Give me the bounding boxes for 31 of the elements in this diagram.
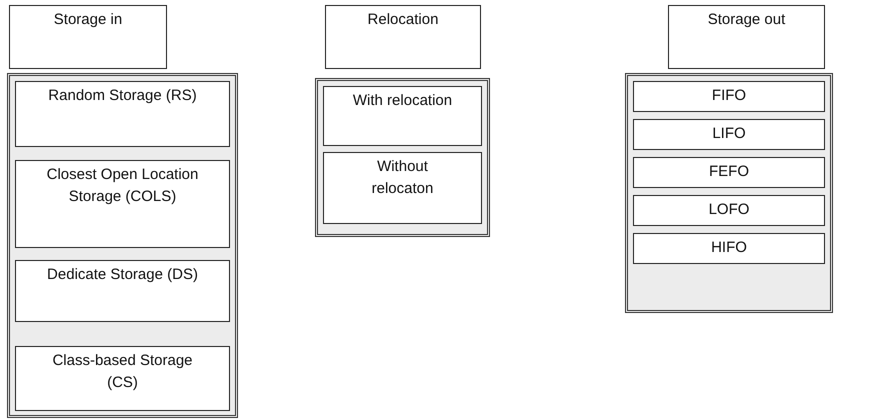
header-box (325, 5, 481, 69)
group-panel (7, 73, 238, 418)
group-panel (315, 78, 490, 237)
option-label: Random Storage (RS) (47, 86, 198, 106)
option-box (633, 233, 825, 264)
option-label: HIFO (710, 238, 748, 258)
option-box (323, 86, 482, 146)
option-box (633, 81, 825, 112)
header-box (668, 5, 825, 69)
header-box (9, 5, 167, 69)
option-label: Without relocaton (370, 157, 434, 199)
header-label: Relocation (366, 10, 440, 30)
option-box (633, 195, 825, 226)
option-box (15, 81, 230, 147)
option-label: Closest Open Location Storage (COLS) (46, 165, 200, 207)
option-label: LIFO (711, 124, 747, 144)
option-label: FEFO (708, 162, 750, 182)
option-box (15, 346, 230, 411)
option-box (633, 157, 825, 188)
option-box (15, 260, 230, 322)
group-panel (625, 73, 833, 313)
option-box (633, 119, 825, 150)
option-box (15, 160, 230, 248)
option-box (323, 152, 482, 224)
header-label: Storage out (706, 10, 786, 30)
option-label: Class-based Storage (CS) (51, 351, 194, 393)
option-label: FIFO (710, 86, 748, 106)
option-label: With relocation (352, 91, 453, 111)
option-label: LOFO (708, 200, 750, 220)
option-label: Dedicate Storage (DS) (46, 265, 199, 285)
header-label: Storage in (52, 10, 124, 30)
